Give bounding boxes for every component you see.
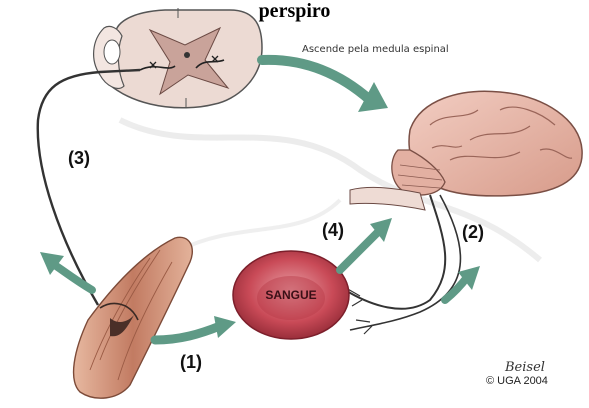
copyright: © UGA 2004	[486, 375, 548, 387]
spinal-caption: Ascende pela medula espinal	[302, 44, 449, 55]
nerve-twig	[346, 288, 372, 334]
arrow-to-blood-head	[214, 316, 236, 338]
muscle-illustration	[74, 237, 193, 398]
nerve-branch	[350, 195, 460, 330]
brain-illustration	[350, 91, 582, 210]
blood-cell-label: SANGUE	[265, 288, 316, 302]
label-1: (1)	[180, 352, 202, 373]
signature: Beisel	[505, 360, 545, 375]
arrow-to-brain-4	[340, 232, 378, 270]
arrow-to-blood	[155, 326, 220, 340]
arrow-to-brain	[262, 60, 370, 100]
spinal-cord-section	[94, 8, 262, 108]
label-2: (2)	[462, 222, 484, 243]
label-3: (3)	[68, 148, 90, 169]
label-4: (4)	[322, 220, 344, 241]
